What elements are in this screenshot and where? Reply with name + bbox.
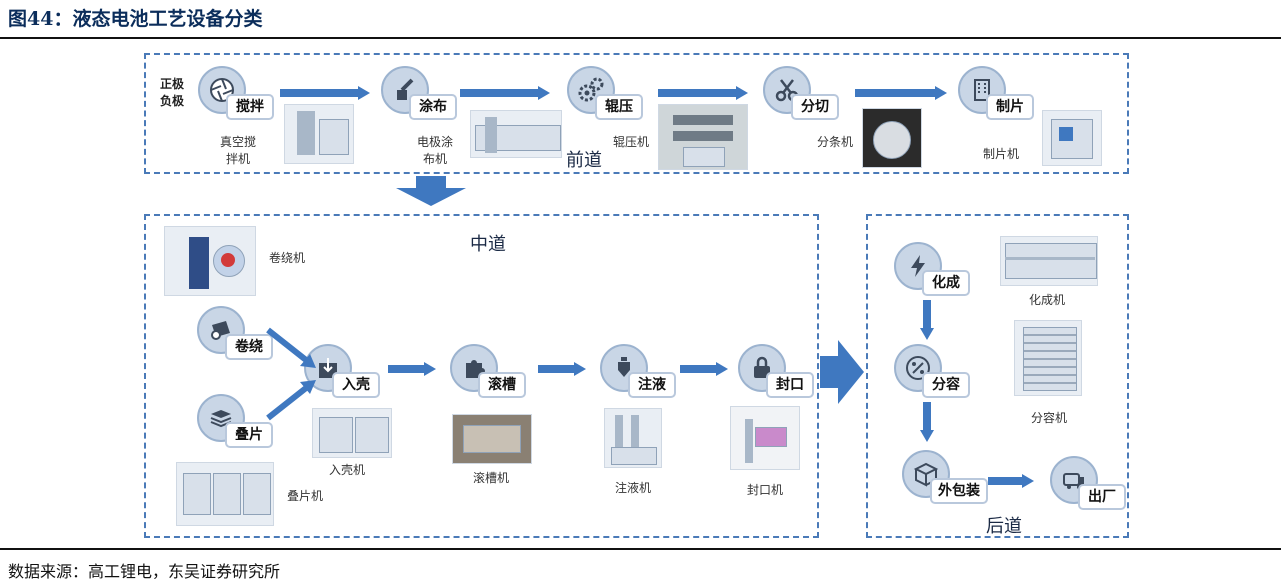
step-casing: 入壳: [304, 344, 404, 408]
sheet-maker-image: [1042, 110, 1102, 166]
flow-arrow: [920, 300, 934, 340]
machine-label: 注液机: [614, 481, 651, 495]
step-label: 叠片: [225, 422, 273, 448]
roller-press-image: [658, 104, 748, 170]
flow-arrow: [920, 402, 934, 442]
middle-section-label: 中道: [470, 234, 506, 255]
step-grooving: 滚槽: [450, 344, 550, 408]
step-label: 分切: [791, 94, 839, 120]
casing-machine-image: [312, 408, 392, 458]
step-label: 滚槽: [478, 372, 526, 398]
machine-label: 封口机: [746, 483, 783, 497]
step-label: 分容: [922, 372, 970, 398]
step-mixing: 搅拌: [198, 66, 298, 130]
flow-arrow: [538, 362, 586, 376]
step-sheet-making: 制片: [958, 66, 1058, 130]
step-label: 注液: [628, 372, 676, 398]
grading-machine-image: [1014, 320, 1082, 396]
step-packaging: 外包装: [902, 450, 1002, 514]
bottom-rule: [0, 548, 1281, 550]
flow-arrow: [988, 474, 1034, 488]
step-shipping: 出厂: [1050, 456, 1150, 520]
front-section-label: 前道: [566, 150, 602, 171]
step-label: 涂布: [409, 94, 457, 120]
source-note: 数据来源：高工锂电，东吴证券研究所: [8, 562, 281, 581]
step-label: 出厂: [1078, 484, 1126, 510]
machine-label: 入壳机: [328, 463, 365, 477]
winding-machine-image: [164, 226, 256, 296]
slitter-image: [862, 108, 922, 168]
machine-label: 分条机: [816, 135, 853, 149]
step-winding: 卷绕: [197, 306, 297, 370]
step-label: 制片: [986, 94, 1034, 120]
formation-machine-image: [1000, 236, 1098, 286]
down-arrow: [396, 176, 466, 208]
step-formation: 化成: [894, 242, 994, 306]
machine-label: 滚槽机: [472, 471, 509, 485]
machine-label: 分容机: [1030, 411, 1067, 425]
merge-arrows: [266, 327, 316, 421]
injection-machine-image: [604, 408, 662, 468]
machine-label: 卷绕机: [268, 251, 305, 265]
step-injection: 注液: [600, 344, 700, 408]
machine-label: 电极涂布机: [416, 135, 453, 166]
grooving-machine-image: [452, 414, 532, 464]
flow-arrow: [280, 86, 370, 100]
stacking-machine-image: [176, 462, 274, 526]
machine-label: 化成机: [1028, 293, 1065, 307]
coater-image: [470, 110, 562, 158]
step-rolling: 辊压: [567, 66, 667, 130]
step-label: 封口: [766, 372, 814, 398]
negative-electrode-label: 负极: [160, 94, 185, 108]
step-slitting: 分切: [763, 66, 863, 130]
back-section-label: 后道: [986, 516, 1022, 537]
step-label: 入壳: [332, 372, 380, 398]
middle-section-box: [144, 214, 819, 538]
back-section-box: [866, 214, 1129, 538]
flow-arrow: [460, 86, 550, 100]
step-grading: 分容: [894, 344, 994, 408]
step-label: 外包装: [930, 478, 988, 504]
step-coating: 涂布: [381, 66, 481, 130]
flow-arrow: [658, 86, 748, 100]
transfer-arrow: [820, 340, 864, 404]
step-stacking: 叠片: [197, 394, 297, 458]
positive-electrode-label: 正极: [160, 77, 185, 91]
step-label: 化成: [922, 270, 970, 296]
figure-title: 图44：液态电池工艺设备分类: [8, 8, 263, 30]
machine-label: 辊压机: [612, 135, 649, 149]
machine-label: 叠片机: [286, 489, 323, 503]
vacuum-mixer-image: [284, 104, 354, 164]
top-rule: [0, 37, 1281, 39]
flow-arrow: [388, 362, 436, 376]
front-section-box: [144, 53, 1129, 174]
machine-label: 制片机: [982, 147, 1019, 161]
step-label: 辊压: [595, 94, 643, 120]
machine-label: 真空搅拌机: [219, 135, 256, 166]
step-sealing: 封口: [738, 344, 838, 408]
sealing-machine-image: [730, 406, 800, 470]
step-label: 搅拌: [226, 94, 274, 120]
flow-arrow: [680, 362, 728, 376]
step-label: 卷绕: [225, 334, 273, 360]
flow-arrow: [855, 86, 947, 100]
